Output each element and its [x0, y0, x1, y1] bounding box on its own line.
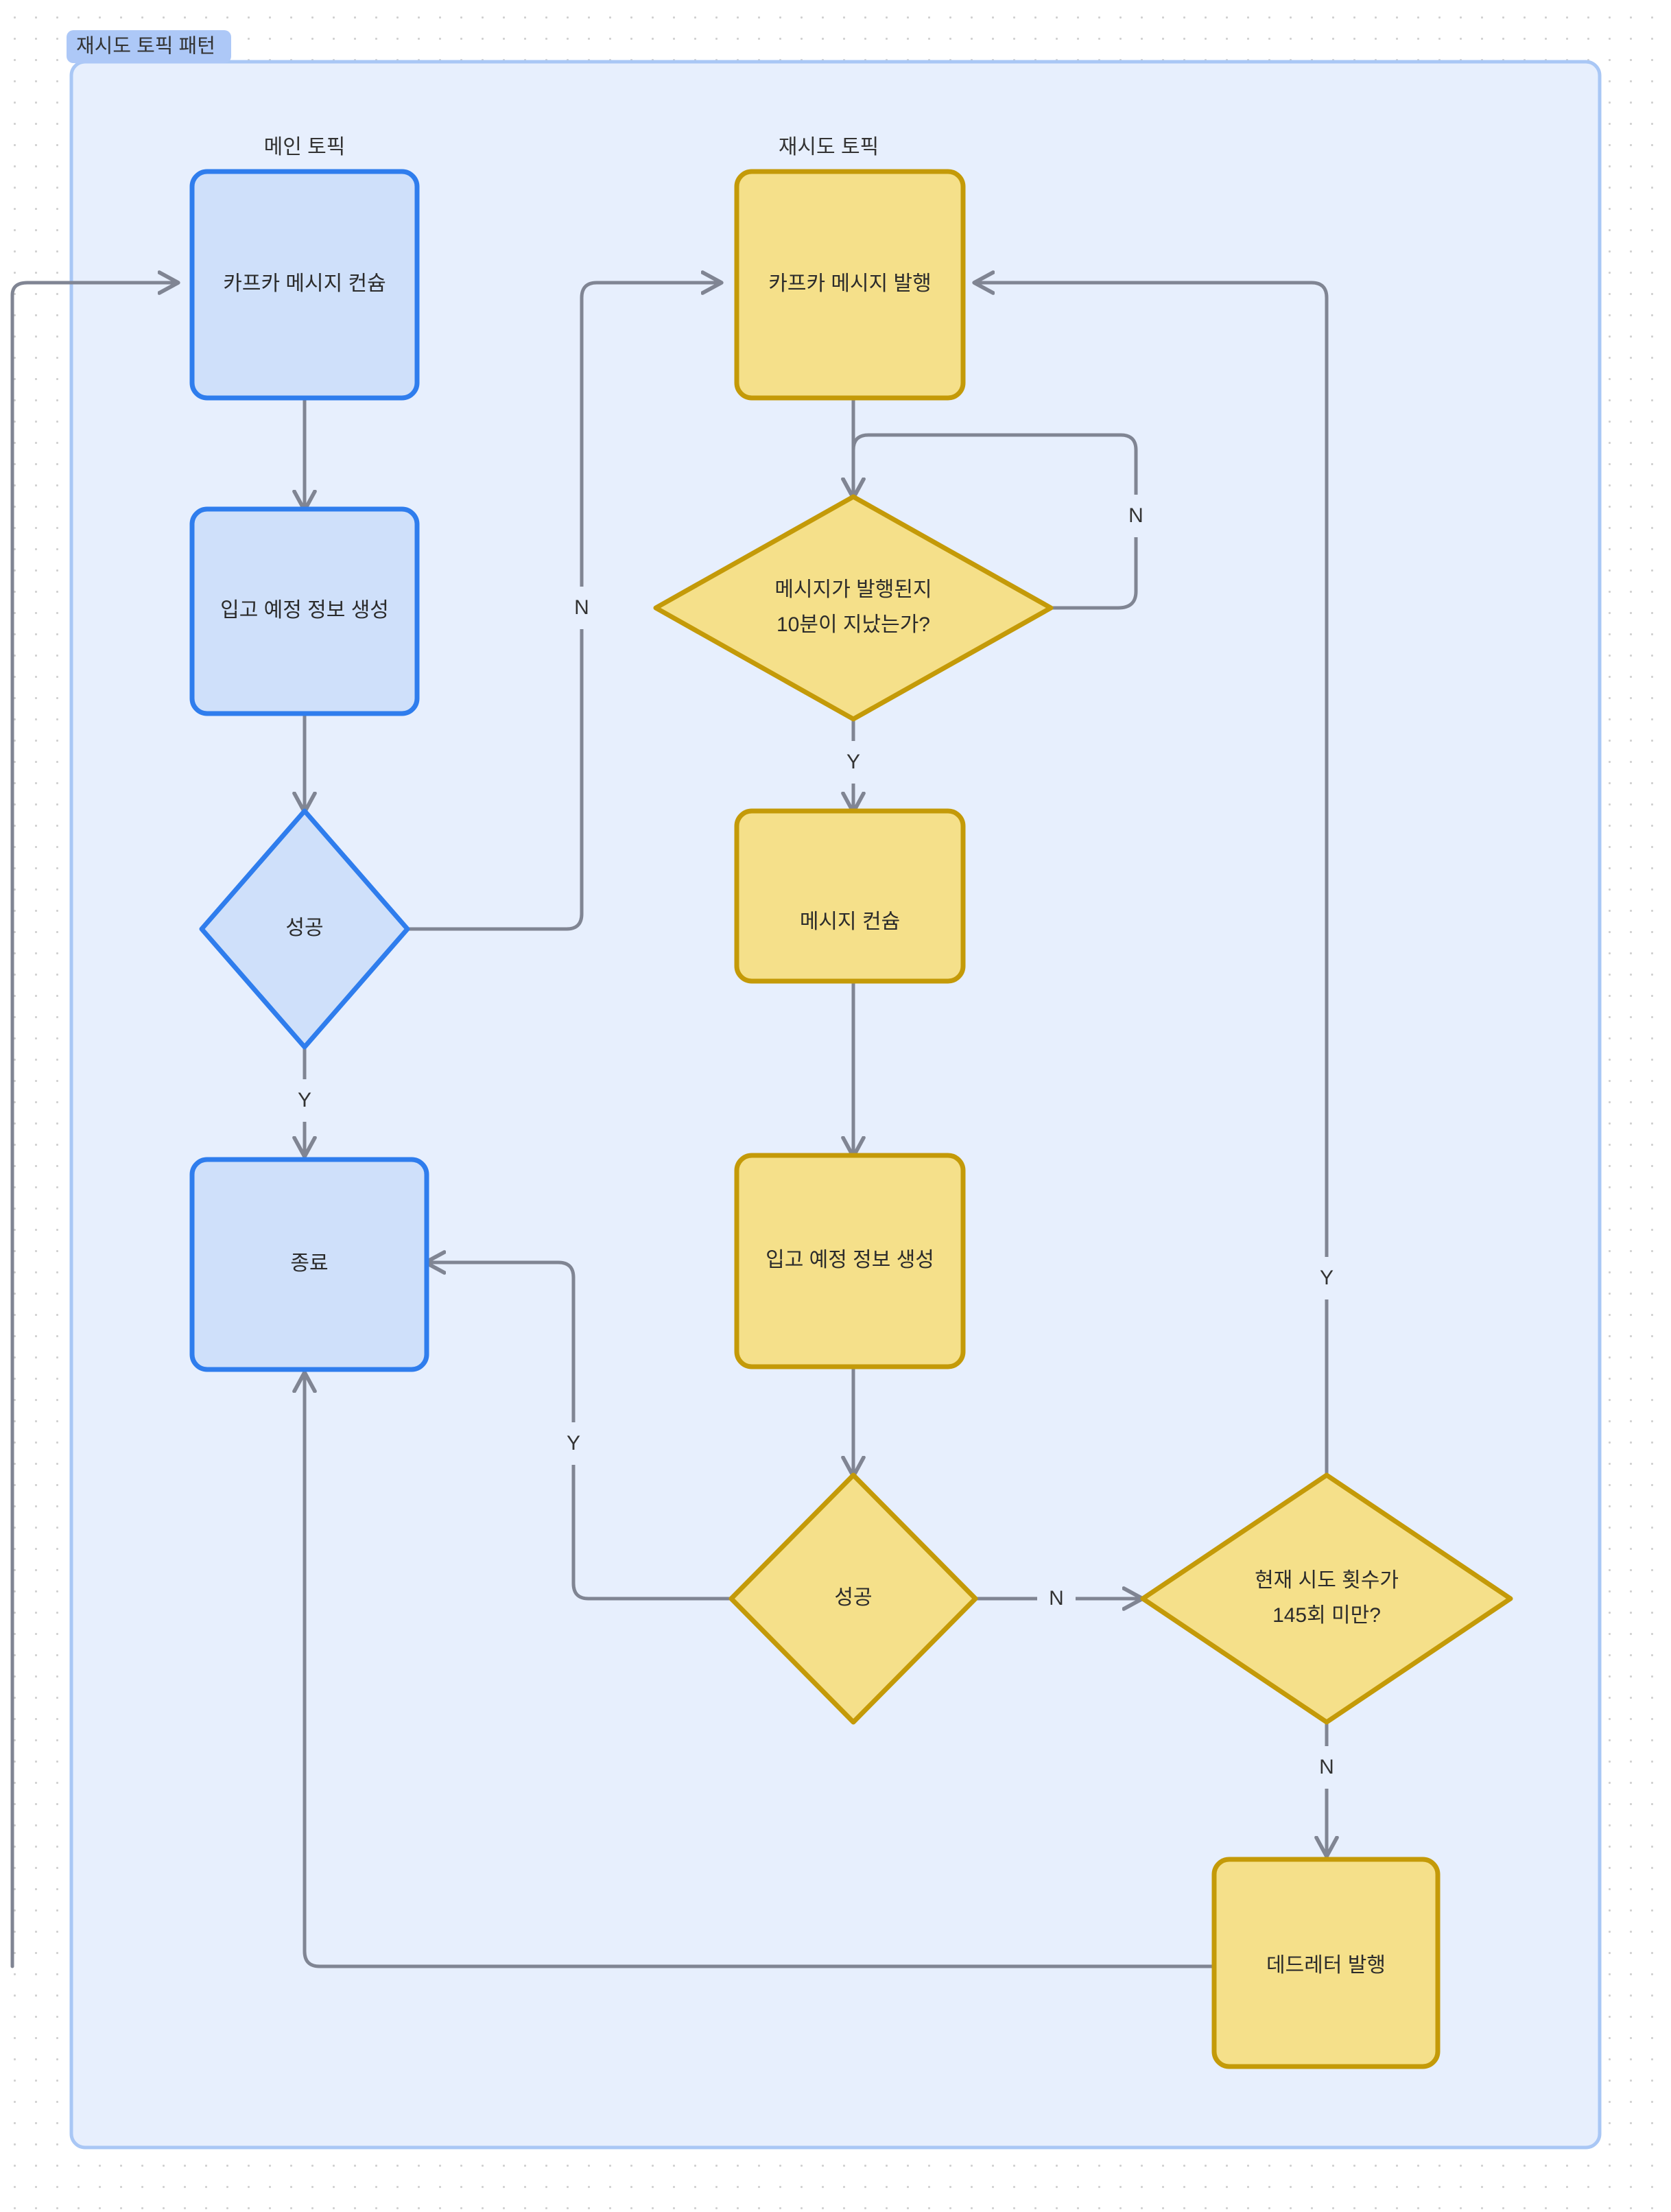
node-shape-box [734, 169, 966, 401]
node-shape-diamond [653, 494, 1054, 722]
node-label-line1: 메시지가 발행된지 [774, 578, 932, 601]
node-kafka-message-consume[interactable]: 카프카 메시지 컨슘 [189, 169, 420, 401]
edge-label-main-success-yes: Y [287, 1079, 322, 1122]
label-halo [836, 741, 871, 784]
edge-label-main-success-no: N [564, 587, 600, 629]
edge-label-count-yes: Y [1309, 1257, 1344, 1299]
node-success-main[interactable]: 성공 [199, 808, 410, 1050]
node-create-inbound-info-main[interactable]: 입고 예정 정보 생성 [189, 506, 420, 716]
edge-label-text: N [1049, 1587, 1064, 1610]
node-shape-box [734, 1153, 966, 1369]
edge-deadletter-to-end [305, 1374, 1215, 1968]
node-label: 데드레터 발행 [1266, 1954, 1386, 1977]
node-attempt-count-decision[interactable]: 현재 시도 횟수가 145회 미만? [1140, 1472, 1513, 1725]
label-halo [564, 587, 600, 629]
node-success-retry[interactable]: 성공 [728, 1472, 978, 1725]
edge-label-text: Y [846, 751, 860, 773]
lane-title-retry: 재시도 토픽 [779, 136, 879, 158]
edge-label-text: N [574, 596, 589, 619]
node-shape-box [189, 1157, 429, 1372]
lane-title-main: 메인 토픽 [264, 136, 346, 158]
edge-start-to-consume [10, 283, 177, 1968]
edge-label-text: N [1319, 1756, 1334, 1778]
label-halo [556, 1422, 591, 1465]
node-label: 카프카 메시지 컨슘 [223, 272, 386, 295]
label-halo [287, 1079, 322, 1122]
node-shape-diamond [199, 808, 410, 1050]
label-halo [1309, 1257, 1344, 1299]
edge-label-retry-success-yes: Y [556, 1422, 591, 1465]
label-halo [1037, 1577, 1076, 1620]
node-message-consume-retry[interactable]: 메시지 컨슘 [734, 808, 966, 984]
node-label-line2: 10분이 지났는가? [777, 613, 930, 636]
group-title: 재시도 토픽 패턴 [76, 35, 215, 58]
edge-label-text: Y [1320, 1267, 1334, 1289]
edge-label-count-no: N [1309, 1746, 1346, 1789]
node-label: 성공 [834, 1586, 872, 1609]
edge-label-wait-no: N [1118, 495, 1154, 537]
node-label: 입고 예정 정보 생성 [220, 599, 389, 622]
node-kafka-message-publish[interactable]: 카프카 메시지 발행 [734, 169, 966, 401]
edge-label-text: N [1128, 504, 1143, 527]
edge-count-yes-to-publish [975, 283, 1329, 1477]
node-create-inbound-info-retry[interactable]: 입고 예정 정보 생성 [734, 1153, 966, 1369]
node-label: 카프카 메시지 발행 [768, 272, 931, 295]
node-shape-box [734, 808, 966, 984]
node-end[interactable]: 종료 [189, 1157, 429, 1372]
edge-wait-no-loop [853, 433, 1138, 610]
group-title-badge [67, 30, 231, 63]
node-label-line1: 현재 시도 횟수가 [1255, 1569, 1399, 1592]
node-label-line2: 145회 미만? [1272, 1604, 1381, 1627]
edge-label-text: Y [567, 1432, 580, 1455]
edge-label-wait-yes: Y [836, 741, 871, 784]
node-shape-diamond [728, 1472, 978, 1725]
edge-label-retry-success-no: N [1037, 1577, 1076, 1620]
node-shape-box [189, 169, 420, 401]
node-label: 메시지 컨슘 [800, 910, 900, 933]
label-halo [1118, 495, 1154, 537]
edge-label-text: Y [298, 1089, 311, 1111]
node-shape-box [1211, 1857, 1441, 2069]
node-wait-ten-minutes-decision[interactable]: 메시지가 발행된지 10분이 지났는가? [653, 494, 1054, 722]
label-halo [1309, 1746, 1346, 1789]
node-label: 입고 예정 정보 생성 [766, 1249, 934, 1271]
node-shape-diamond [1140, 1472, 1513, 1725]
node-shape-box [189, 506, 420, 716]
node-label: 성공 [285, 917, 323, 939]
node-label: 종료 [290, 1252, 328, 1275]
node-dead-letter-publish[interactable]: 데드레터 발행 [1211, 1857, 1441, 2069]
